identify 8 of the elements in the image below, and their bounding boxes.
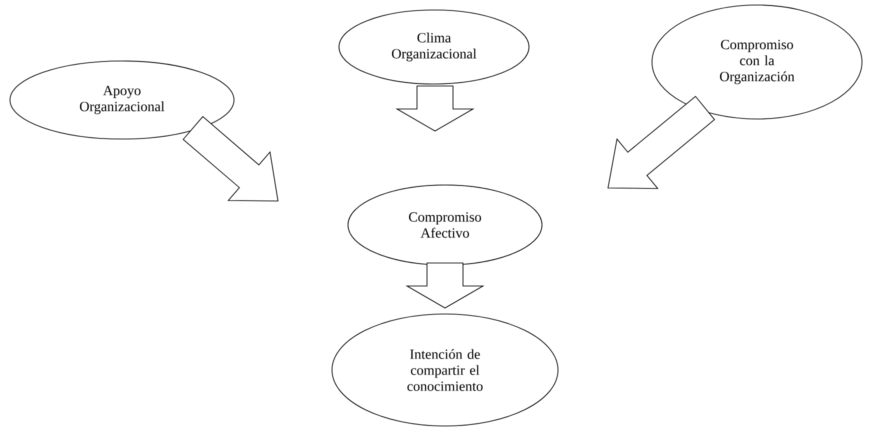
block-arrow [182, 116, 278, 202]
ellipse-node: Apoyo Organizacional [10, 60, 234, 140]
block-arrow [406, 262, 484, 308]
ellipse-node: Intención de compartir el conocimiento [332, 314, 558, 426]
ellipse-node: Compromiso con la Organización [652, 4, 862, 120]
ellipse-node: Compromiso Afectivo [348, 184, 542, 266]
ellipse-node: Clima Organizacional [338, 10, 530, 84]
block-arrow [396, 86, 474, 132]
